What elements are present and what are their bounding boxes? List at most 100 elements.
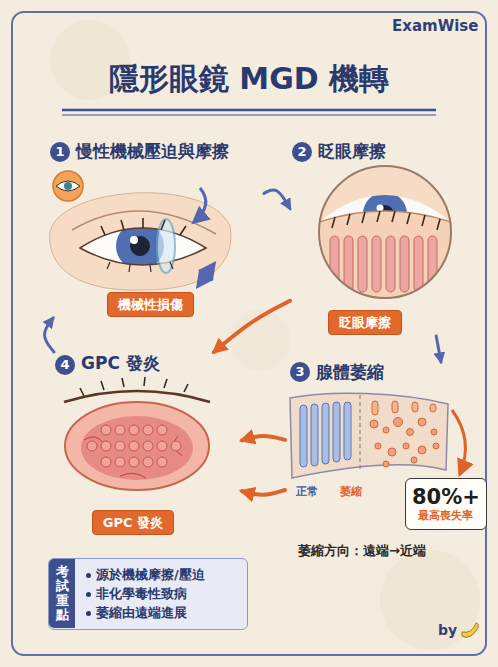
gpc-eyelid-illustration [101, 441, 111, 451]
gland-atrophy-illustration [383, 461, 389, 467]
blink-friction-illustration [332, 211, 440, 230]
gpc-eyelid-illustration [143, 425, 153, 435]
title-underline [62, 115, 436, 116]
gland-atrophy-illustration [322, 403, 329, 464]
eye-lens-illustration [101, 218, 186, 235]
gpc-eyelid-illustration [143, 441, 153, 451]
gpc-eyelid-illustration [115, 457, 125, 467]
eye-lens-illustration [130, 236, 150, 256]
banana-icon [462, 623, 478, 637]
gland-atrophy-illustration [375, 443, 381, 449]
step-number: 3 [290, 362, 310, 382]
gpc-eyelid-illustration [157, 457, 167, 467]
step-heading: 眨眼摩擦 [318, 141, 386, 161]
gland-atrophy-illustration [372, 401, 378, 415]
direction-note: 萎縮方向：遠端→近端 [298, 543, 426, 559]
gpc-eyelid-illustration [64, 391, 210, 402]
title-underline [62, 109, 436, 112]
result-tag: 眨眼摩擦 [328, 310, 402, 335]
gpc-eyelid-illustration [129, 457, 139, 467]
eye-lens-illustration [53, 171, 83, 201]
gpc-eyelid-illustration [171, 441, 181, 451]
gland-atrophy-illustration [392, 401, 398, 413]
blink-friction-illustration [319, 166, 451, 298]
step-heading: GPC 發炎 [81, 353, 160, 373]
gpc-eyelid-illustration [80, 377, 188, 396]
key-points-box: 源於機械摩擦/壓迫非化學毒性致病萎縮由遠端進展考試重點 [48, 558, 248, 630]
gpc-eyelid-illustration [87, 441, 97, 451]
page-frame [12, 12, 486, 655]
gpc-eyelid-illustration [64, 377, 210, 490]
author-credit: by [438, 622, 457, 639]
stat-box: 80%+最高喪失率 [405, 478, 487, 530]
key-points-heading: 考試重點 [56, 565, 69, 622]
tag-text: 眨眼摩擦 [339, 314, 391, 331]
blink-friction-illustration [330, 236, 339, 292]
step-heading: 慢性機械壓迫與摩擦 [76, 141, 229, 161]
tag-text: 機械性損傷 [118, 296, 183, 313]
gland-atrophy-illustration [311, 404, 318, 466]
step-number-text: 2 [297, 145, 306, 159]
gpc-eyelid-illustration [129, 425, 139, 435]
step-number: 4 [55, 355, 75, 375]
flow-arrow [264, 190, 290, 209]
gland-atrophy-illustration [412, 402, 418, 412]
gland-atrophy-illustration [431, 429, 437, 435]
flow-arrow [242, 436, 285, 440]
blink-friction-illustration [414, 236, 423, 292]
key-points-label: 考試重點 [49, 559, 75, 628]
gland-atrophy-illustration [418, 446, 426, 454]
page-title: 隱形眼鏡 MGD 機轉 [0, 60, 498, 98]
gland-atrophy-illustration [394, 418, 403, 427]
stat-value: 80%+ [412, 485, 480, 509]
eye-lens-illustration [80, 228, 206, 265]
step-heading: 腺體萎縮 [316, 362, 384, 382]
stat-caption: 最高喪失率 [418, 509, 473, 523]
eye-lens-illustration [130, 236, 138, 244]
blink-friction-illustration [386, 236, 395, 292]
gland-atrophy-illustration [300, 405, 307, 467]
step-number-text: 4 [60, 358, 69, 372]
flow-arrow [436, 336, 441, 362]
step-panel: 腺體萎縮 3 80%+最高喪失率 [285, 362, 485, 535]
gland-atrophy-illustration [359, 395, 360, 472]
gland-atrophy-illustration [290, 393, 465, 478]
key-point: 非化學毒性致病 [85, 584, 187, 603]
gland-atrophy-illustration [407, 429, 414, 436]
blink-friction-illustration [400, 236, 409, 292]
gland-atrophy-illustration [383, 427, 389, 433]
key-point: 源於機械摩擦/壓迫 [85, 565, 205, 584]
gland-atrophy-illustration [344, 402, 351, 460]
gland-atrophy-illustration [411, 457, 417, 463]
gland-atrophy-illustration [403, 443, 409, 449]
gpc-eyelid-illustration [65, 402, 209, 490]
blink-friction-illustration [319, 166, 451, 300]
banana-icon [462, 623, 478, 637]
blink-friction-illustration [319, 211, 451, 300]
gpc-eyelid-illustration [115, 441, 125, 451]
paper-ground [380, 550, 480, 650]
eye-lens-illustration [198, 264, 214, 286]
gland-atrophy-illustration [370, 420, 378, 428]
eye-lens-illustration [56, 181, 80, 191]
gpc-eyelid-illustration [101, 425, 111, 435]
eye-lens-illustration [50, 171, 231, 290]
step-panel: GPC 發炎4GPC 發炎 [42, 352, 242, 540]
flow-arrow [214, 301, 290, 352]
step-number-text: 3 [295, 365, 304, 379]
result-tag: 機械性損傷 [107, 292, 194, 317]
step-panel: 慢性機械壓迫與摩擦 1 機械性損傷 [42, 140, 264, 318]
gland-atrophy-illustration [388, 448, 396, 456]
step-number-text: 1 [55, 145, 64, 159]
tag-text: GPC 發炎 [103, 514, 163, 531]
gland-atrophy-illustration [290, 393, 448, 478]
flow-arrow [45, 318, 54, 352]
gland-atrophy-illustration [418, 418, 426, 426]
gpc-eyelid-illustration [115, 425, 125, 435]
eye-lens-illustration [64, 182, 72, 190]
flow-arrow [242, 490, 285, 495]
step-panel: 眨眼摩擦 2 眨眼摩擦 [290, 140, 462, 336]
